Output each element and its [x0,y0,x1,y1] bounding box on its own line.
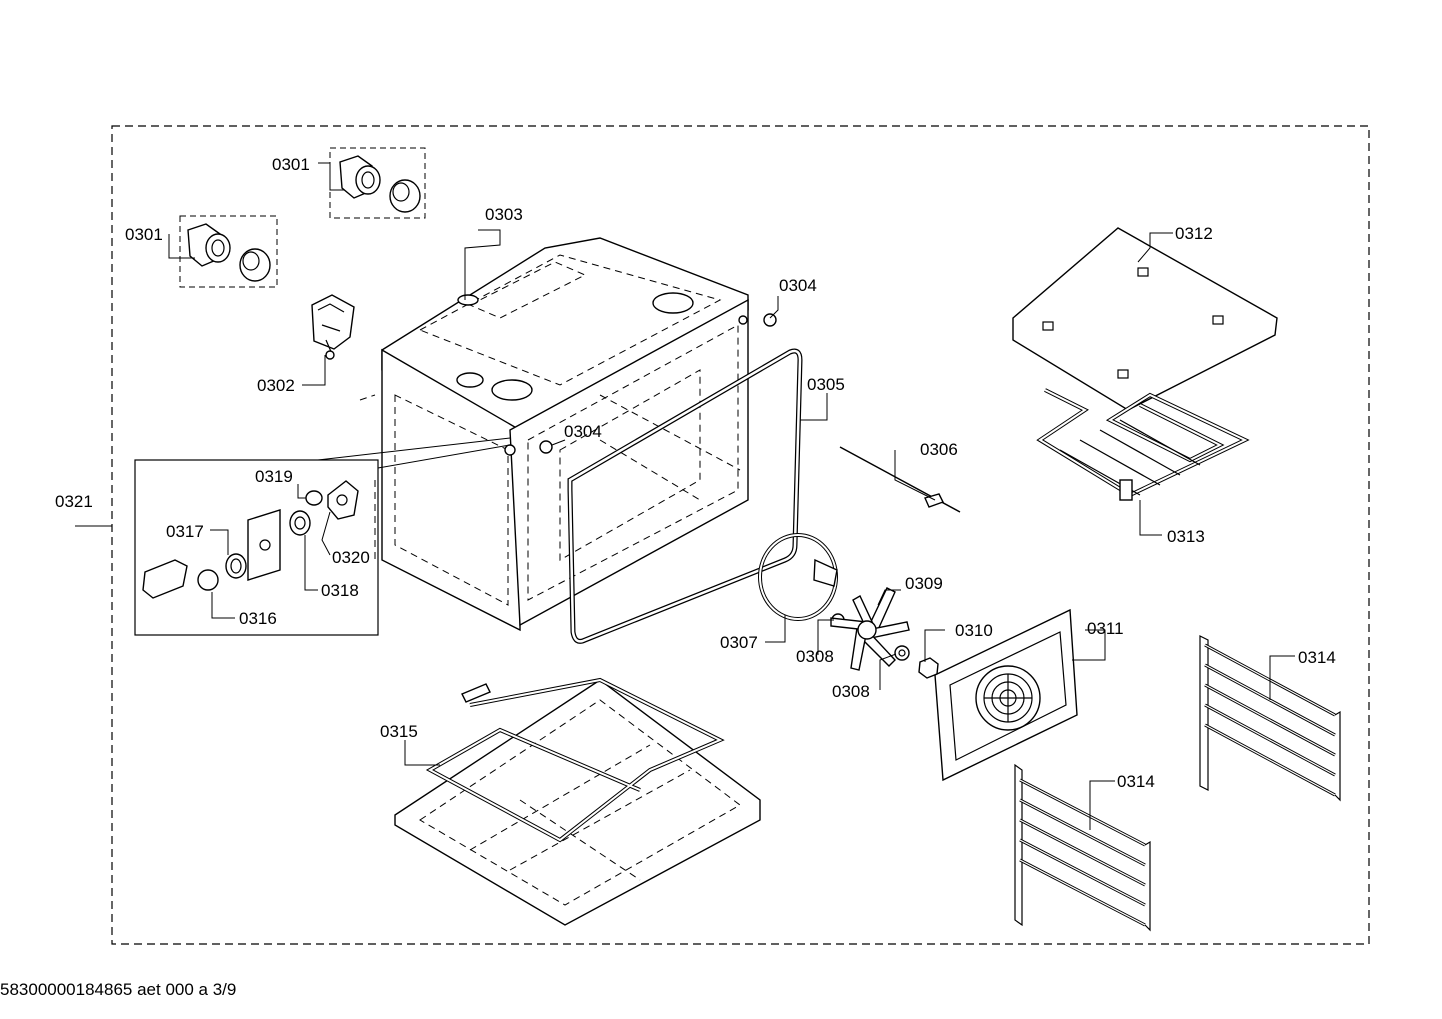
label-0308-upper: 0308 [796,647,834,666]
label-0301-lower: 0301 [125,225,163,244]
label-0313: 0313 [1167,527,1205,546]
ring-heating-element [758,533,838,621]
label-0317: 0317 [166,522,204,541]
fan-wheel [830,587,910,671]
label-0320: 0320 [332,548,370,567]
washer-0308-lower [894,645,910,661]
assembly-boundary [111,125,1370,945]
bottom-heater-tray [394,677,761,926]
label-0309: 0309 [905,574,943,593]
label-0308-lower: 0308 [832,682,870,701]
cap-0304-upper [763,313,777,327]
fan-cover [934,608,1078,782]
label-0312: 0312 [1175,224,1213,243]
label-0304-upper: 0304 [779,276,817,295]
label-0315: 0315 [380,722,418,741]
label-0314-right: 0314 [1298,648,1336,667]
top-heating-element [1036,388,1250,501]
side-rack-left [1014,763,1151,932]
label-0301-upper: 0301 [272,155,310,174]
document-footer-id: 58300000184865 aet 000 a 3/9 [0,980,237,999]
label-0311: 0311 [1087,619,1124,638]
label-0314-left: 0314 [1117,772,1155,791]
label-0318: 0318 [321,581,359,600]
cap-0304-lower [539,440,553,454]
lamp-assembly-lower [179,215,278,288]
label-0321: 0321 [55,492,93,511]
label-0305: 0305 [807,375,845,394]
label-0316: 0316 [239,609,277,628]
oven-muffle [359,237,749,632]
lamp-assembly-upper [329,147,426,219]
label-0302: 0302 [257,376,295,395]
label-0319: 0319 [255,467,293,486]
label-0303: 0303 [485,205,523,224]
switch-component [311,294,355,360]
label-0307: 0307 [720,633,758,652]
label-0310: 0310 [955,621,993,640]
top-heat-shield [1012,227,1278,411]
label-0306: 0306 [920,440,958,459]
leader-lines [75,162,1295,830]
label-0304-lower: 0304 [564,422,602,441]
